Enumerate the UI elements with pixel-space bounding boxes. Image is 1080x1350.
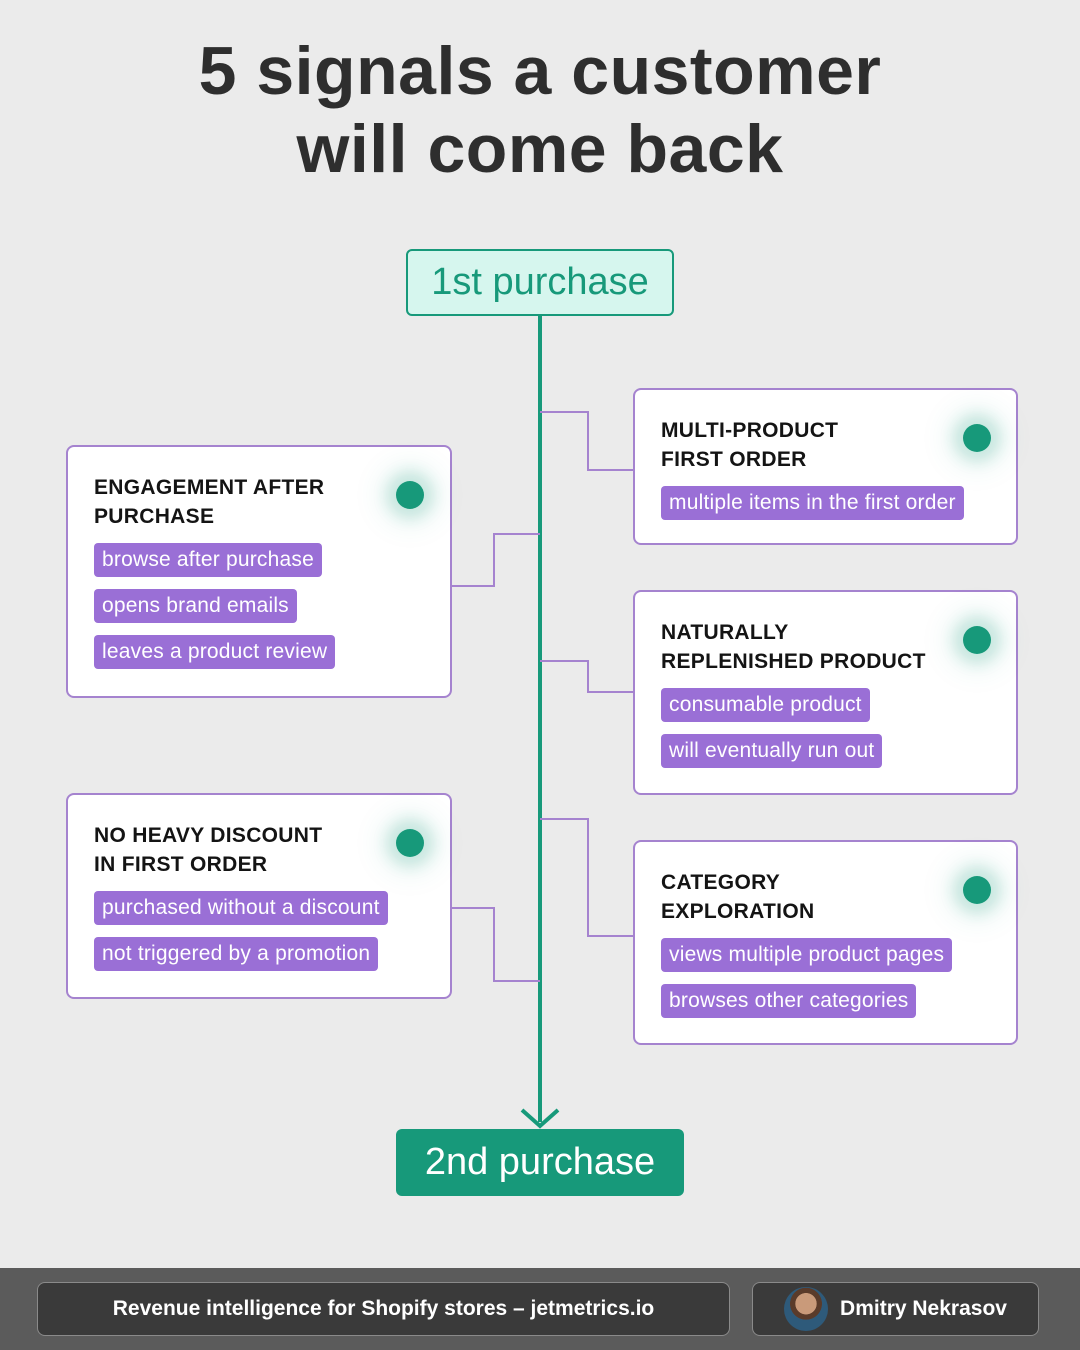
signal-tag: browse after purchase — [94, 543, 322, 577]
signal-indicator-dot — [963, 876, 991, 904]
avatar — [784, 1287, 828, 1331]
signal-indicator-dot — [963, 424, 991, 452]
signal-tag: not triggered by a promotion — [94, 937, 378, 971]
footer-tagline: Revenue intelligence for Shopify stores … — [113, 1297, 655, 1321]
author-badge[interactable]: Dmitry Nekrasov — [752, 1282, 1039, 1336]
connector-engagement — [452, 534, 540, 586]
signal-title: MULTI-PRODUCT FIRST ORDER — [661, 416, 941, 474]
signal-tag: will eventually run out — [661, 734, 882, 768]
signal-title: NO HEAVY DISCOUNT IN FIRST ORDER — [94, 821, 374, 879]
footer-tagline-link[interactable]: Revenue intelligence for Shopify stores … — [37, 1282, 730, 1336]
signal-title: ENGAGEMENT AFTER PURCHASE — [94, 473, 374, 531]
signal-tag: browses other categories — [661, 984, 916, 1018]
signal-card-no-discount: NO HEAVY DISCOUNT IN FIRST ORDER purchas… — [66, 793, 452, 999]
signal-tag: purchased without a discount — [94, 891, 388, 925]
connector-discount — [452, 908, 540, 981]
connector-category — [540, 819, 633, 936]
signal-title: NATURALLY REPLENISHED PRODUCT — [661, 618, 941, 676]
signal-title: CATEGORY EXPLORATION — [661, 868, 941, 926]
signal-tag: multiple items in the first order — [661, 486, 964, 520]
signal-indicator-dot — [396, 481, 424, 509]
first-purchase-node: 1st purchase — [406, 249, 674, 316]
signal-card-category: CATEGORY EXPLORATION views multiple prod… — [633, 840, 1018, 1045]
signal-tag: opens brand emails — [94, 589, 297, 623]
second-purchase-node: 2nd purchase — [396, 1129, 684, 1196]
signal-tag: consumable product — [661, 688, 870, 722]
signal-card-multi-product: MULTI-PRODUCT FIRST ORDER multiple items… — [633, 388, 1018, 545]
footer-bar: Revenue intelligence for Shopify stores … — [0, 1268, 1080, 1350]
connector-replenished — [540, 661, 633, 692]
signal-indicator-dot — [396, 829, 424, 857]
connector-multi-product — [540, 412, 633, 470]
author-name: Dmitry Nekrasov — [840, 1297, 1007, 1321]
signal-tag: views multiple product pages — [661, 938, 952, 972]
signal-indicator-dot — [963, 626, 991, 654]
signal-tag: leaves a product review — [94, 635, 335, 669]
signal-card-engagement: ENGAGEMENT AFTER PURCHASE browse after p… — [66, 445, 452, 698]
signal-card-replenished: NATURALLY REPLENISHED PRODUCT consumable… — [633, 590, 1018, 795]
